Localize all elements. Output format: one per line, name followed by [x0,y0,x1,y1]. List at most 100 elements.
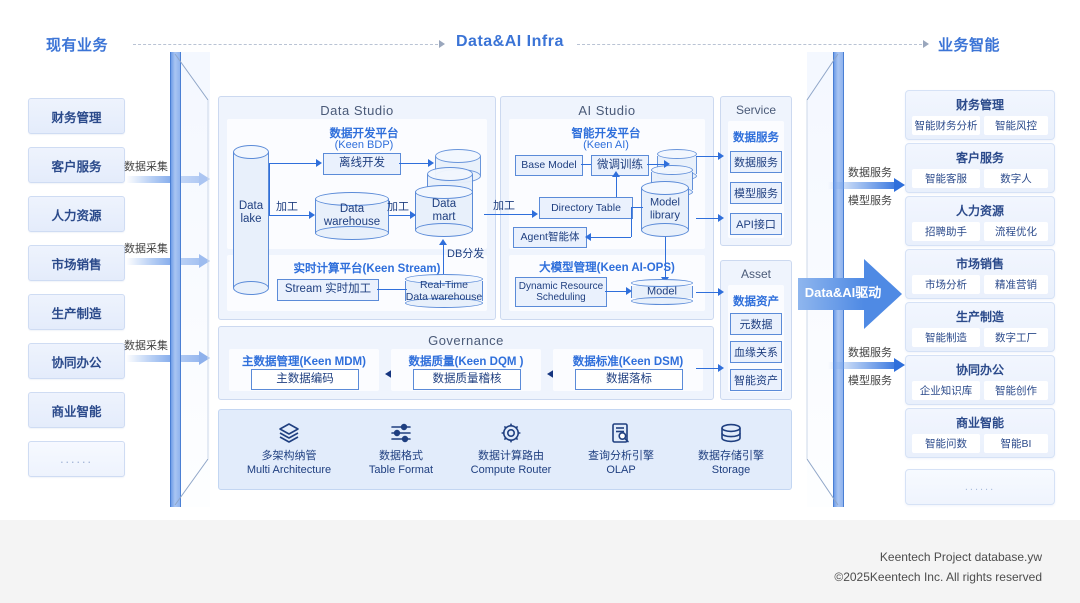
data-mart-label-1: Data [431,197,457,210]
realtime-warehouse-cylinder: Real-Time Data warehouse [405,274,483,308]
outcome-pill-3-1[interactable]: 精准营销 [984,275,1048,294]
service-item-label-0: 数据服务 [734,157,778,169]
keen-aiops-title: 大模型管理(Keen AI-OPS) [539,262,675,274]
data-ai-drive-arrow: Data&AI驱动 [798,259,902,329]
base-model-node[interactable]: Base Model [515,155,583,176]
keen-ai-title: 智能开发平台 [571,128,641,140]
outcome-card-5[interactable]: 协同办公 企业知识库 智能创作 [905,355,1055,405]
outcome-pill-4-0[interactable]: 智能制造 [912,328,980,347]
collect-arrow-label-2: 数据采集 [124,340,168,352]
outcome-pill-4-1[interactable]: 数字工厂 [984,328,1048,347]
conn-finetune-lib [647,164,665,165]
capability-3[interactable]: 查询分析引擎 OLAP [561,420,681,478]
outcome-card-1[interactable]: 客户服务 智能客服 数字人 [905,143,1055,193]
directory-table-node[interactable]: Directory Table [539,197,633,219]
business-card-5[interactable]: 协同办公 [28,343,125,379]
asset-item-2[interactable]: 智能资产 [730,369,782,391]
capability-0[interactable]: 多架构纳管 Multi Architecture [229,420,349,478]
finetune-node[interactable]: 微调训练 [591,155,649,176]
edge-label-process-2: 加工 [387,201,409,213]
conn-mart-directory-head [532,210,538,218]
governance-cell-1: 数据质量(Keen DQM ) 数据质量稽核 [391,349,541,391]
outcome-pill-3-0[interactable]: 市场分析 [912,275,980,294]
conn-sched-model-head [626,287,632,295]
governance-cell-box-2[interactable]: 数据落标 [575,369,683,390]
outcome-card-more[interactable]: ...... [905,469,1055,505]
outcome-pill-6-1[interactable]: 智能BI [984,434,1048,453]
outcome-pill-5-1[interactable]: 智能创作 [984,381,1048,400]
business-card-more[interactable]: ...... [28,441,125,477]
capability-en-3: OLAP [606,463,636,476]
conn-offline-mart-head [428,159,434,167]
asset-item-label-0: 元数据 [739,319,773,331]
governance-cell-box-0[interactable]: 主数据编码 [251,369,359,390]
offline-dev-node[interactable]: 离线开发 [323,153,401,175]
model-library-label-2: library [650,209,680,221]
model-library-label-1: Model [650,196,680,209]
outcome-more-label: ...... [964,481,996,493]
business-card-1[interactable]: 客户服务 [28,147,125,183]
conn-rt-mart-head [439,239,447,245]
drive-arrow-label-top-0: 数据服务 [848,167,892,179]
outcome-pill-5-0[interactable]: 企业知识库 [912,381,980,400]
conn-to-asset-0-head [718,288,724,296]
drive-arrow-line-0 [828,182,896,189]
capability-cn-1: 数据格式 [379,450,423,462]
outcome-card-0[interactable]: 财务管理 智能财务分析 智能风控 [905,90,1055,140]
outcome-pill-2-0[interactable]: 招聘助手 [912,222,980,241]
data-lake-cylinder: Data lake [233,145,269,295]
stream-process-node[interactable]: Stream 实时加工 [277,279,379,301]
dynamic-scheduling-node[interactable]: Dynamic Resource Scheduling [515,277,607,307]
gear-icon [451,420,571,446]
rt-warehouse-label-2: Data warehouse [405,291,483,303]
agent-node[interactable]: Agent智能体 [513,227,587,248]
asset-item-0[interactable]: 元数据 [730,313,782,335]
outcome-card-6[interactable]: 商业智能 智能问数 智能BI [905,408,1055,458]
capability-2[interactable]: 数据计算路由 Compute Router [451,420,571,478]
outcome-pill-2-1[interactable]: 流程优化 [984,222,1048,241]
governance-cell-box-1[interactable]: 数据质量稽核 [413,369,521,390]
business-card-4[interactable]: 生产制造 [28,294,125,330]
outcome-pill-6-0[interactable]: 智能问数 [912,434,980,453]
document-search-icon [561,420,681,446]
conn-lib-aiops [665,237,666,279]
data-lake-label-2: lake [240,213,262,225]
edge-label-process-1: 加工 [276,201,298,213]
conn-to-asset-1 [696,368,720,369]
edge-label-ai-process: 加工 [493,200,515,212]
capability-en-2: Compute Router [470,463,552,476]
service-item-1[interactable]: 模型服务 [730,182,782,204]
outcome-pill-1-0[interactable]: 智能客服 [912,169,980,188]
data-mart-label-2: mart [432,211,456,223]
service-item-label-2: API接口 [736,219,776,231]
business-card-6[interactable]: 商业智能 [28,392,125,428]
data-studio-title: Data Studio [320,103,394,118]
keen-ai-subtitle: (Keen AI) [583,139,629,151]
outcome-pill-0-1[interactable]: 智能风控 [984,116,1048,135]
asset-panel: Asset 数据资产 元数据 血缘关系 智能资产 [720,260,792,400]
outcome-pill-1-1[interactable]: 数字人 [984,169,1048,188]
capability-1[interactable]: 数据格式 Table Format [341,420,461,478]
business-card-3[interactable]: 市场销售 [28,245,125,281]
business-card-0[interactable]: 财务管理 [28,98,125,134]
asset-item-1[interactable]: 血缘关系 [730,341,782,363]
outcome-card-2[interactable]: 人力资源 招聘助手 流程优化 [905,196,1055,246]
service-item-2[interactable]: API接口 [730,213,782,235]
conn-mart-directory [484,214,534,215]
conn-dir-finetune [616,175,617,197]
finetune-label: 微调训练 [597,158,643,171]
offline-dev-label: 离线开发 [339,157,385,170]
service-item-0[interactable]: 数据服务 [730,151,782,173]
capability-4[interactable]: 数据存储引擎 Storage [671,420,791,478]
drive-arrow-label-top-1: 数据服务 [848,347,892,359]
outcome-pill-0-0[interactable]: 智能财务分析 [912,116,980,135]
governance-title: Governance [428,333,504,348]
collect-arrow-line-1 [126,258,201,265]
business-card-2[interactable]: 人力资源 [28,196,125,232]
conn-offline-mart [399,163,429,164]
aiops-model-cylinder: Model [631,279,693,305]
outcome-card-4[interactable]: 生产制造 智能制造 数字工厂 [905,302,1055,352]
outcome-card-3[interactable]: 市场销售 市场分析 精准营销 [905,249,1055,299]
capability-en-4: Storage [711,463,751,476]
